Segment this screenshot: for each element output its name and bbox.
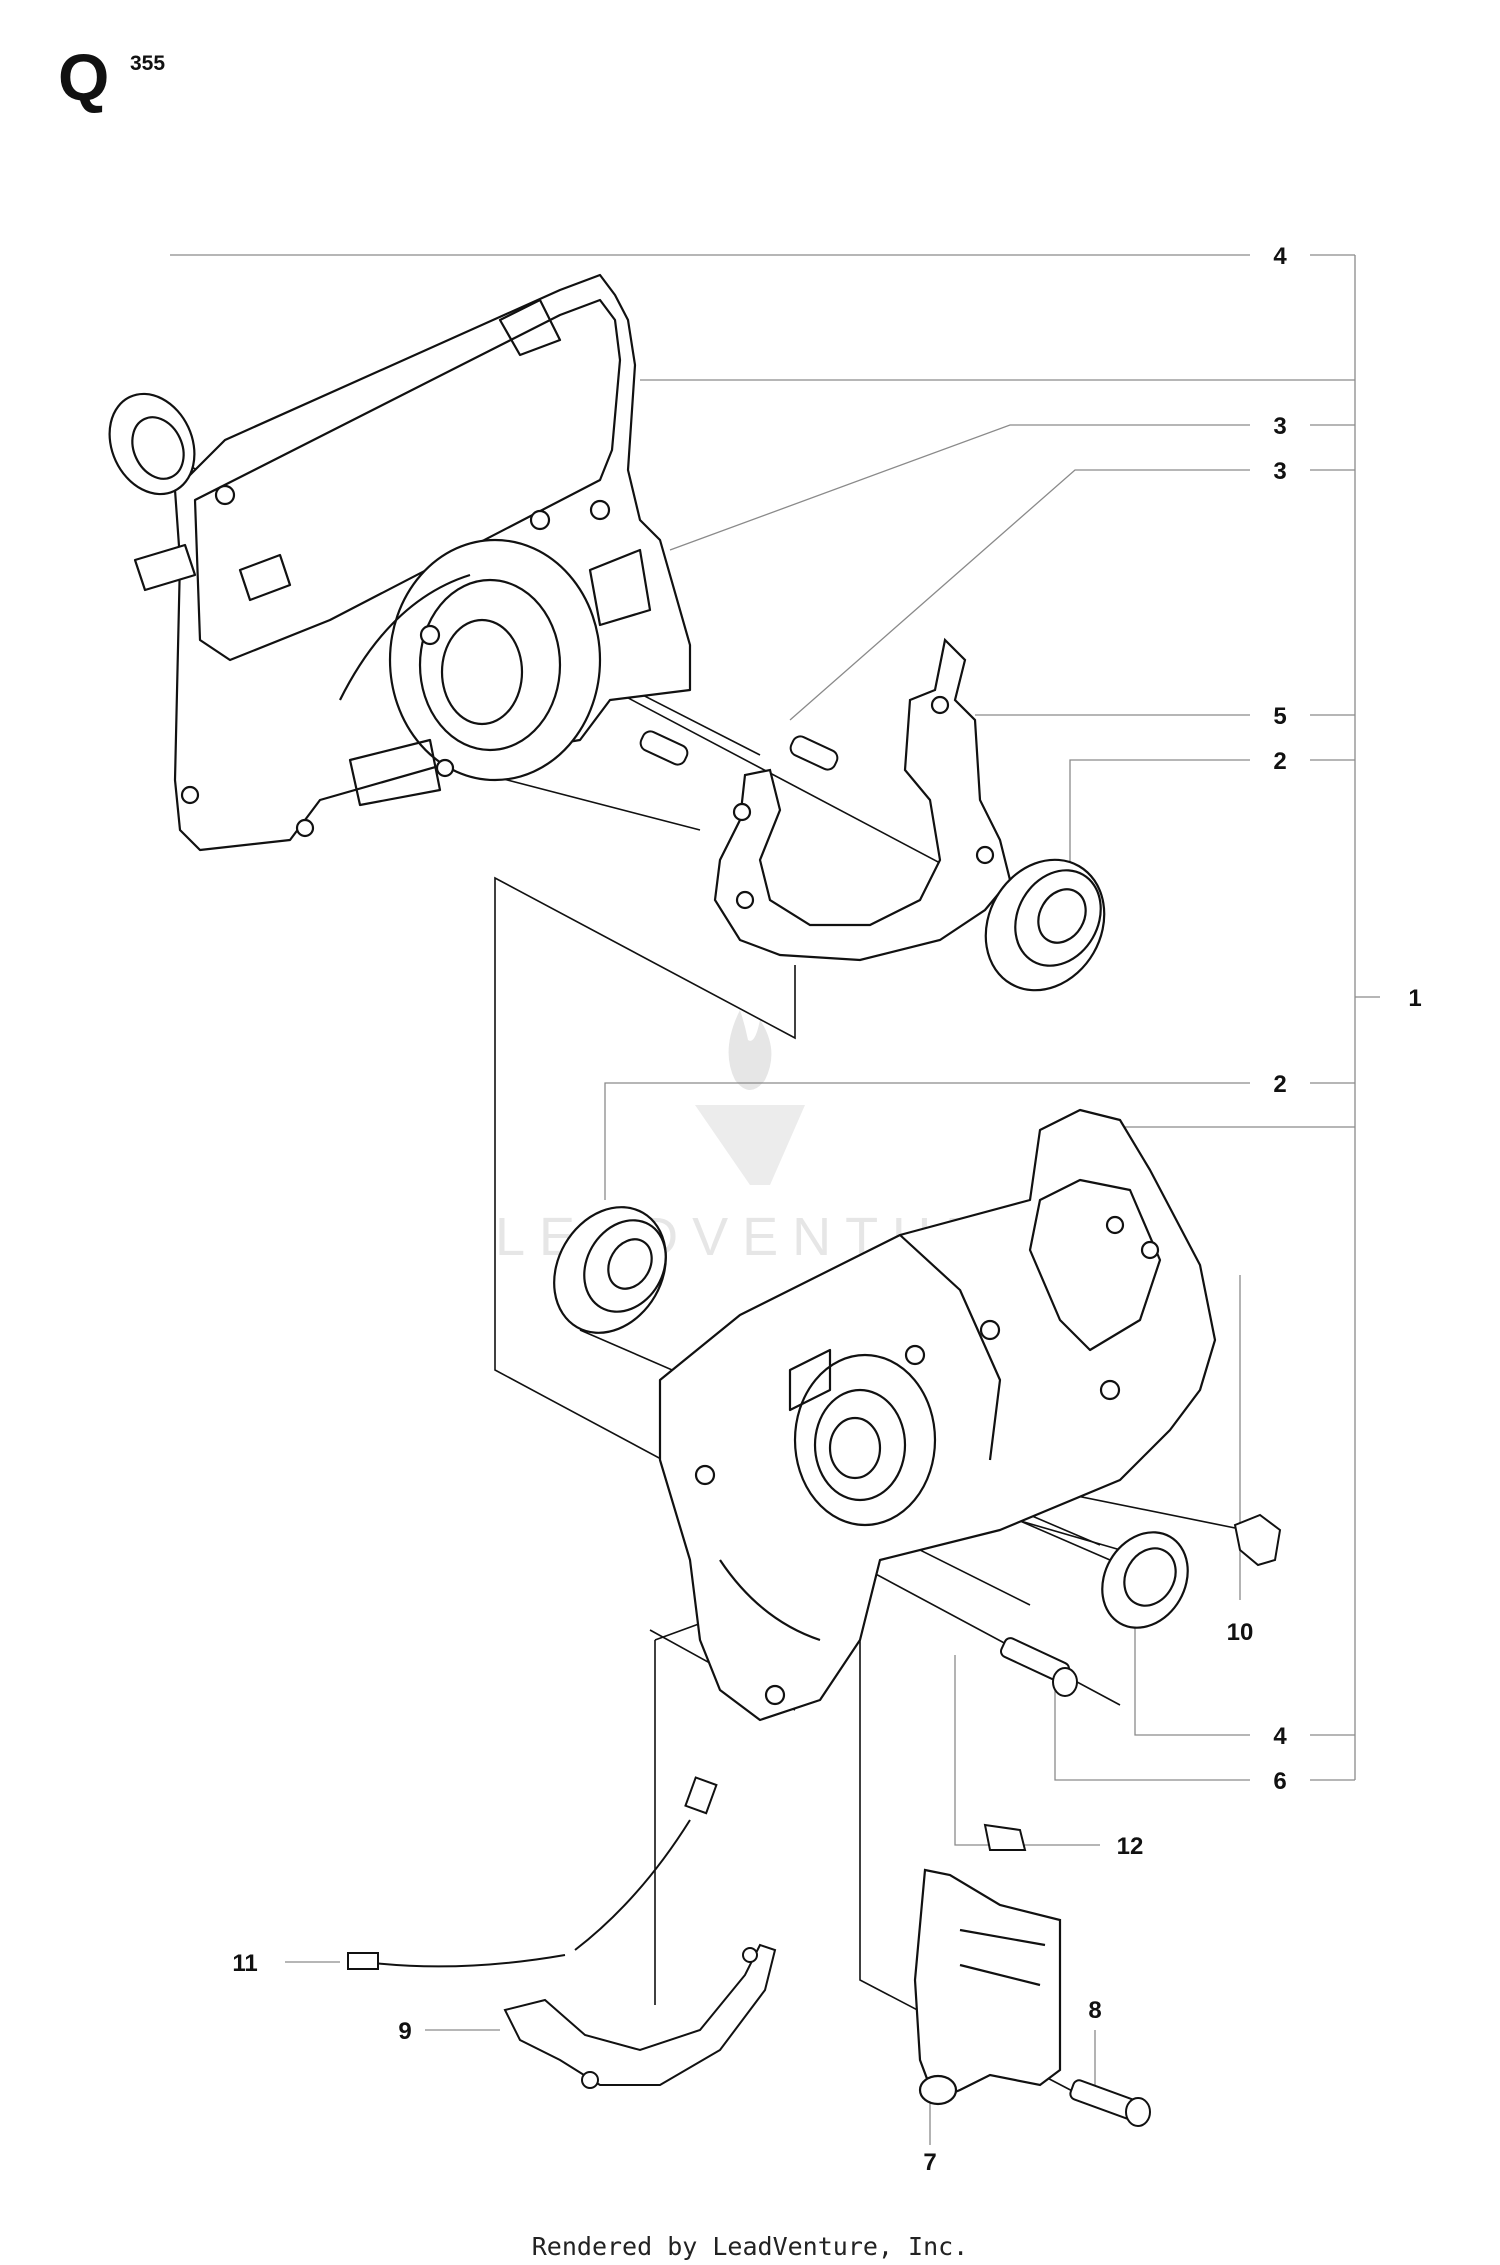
callout-6: 6 (1273, 1768, 1286, 1795)
callout-10: 10 (1227, 1619, 1254, 1646)
seal-upper (108, 392, 196, 496)
callout-2-upper: 2 (1273, 748, 1286, 775)
seal-lower (1101, 1531, 1189, 1629)
footer-credit: Rendered by LeadVenture, Inc. (531, 2232, 969, 2261)
callout-3-first: 3 (1273, 413, 1286, 440)
dowel-pins (639, 730, 839, 771)
page-number: 355 (130, 52, 166, 75)
callout-12: 12 (1117, 1833, 1144, 1860)
callout-9: 9 (398, 2018, 411, 2045)
clip-12 (983, 1823, 1027, 1851)
callout-4-upper: 4 (1273, 243, 1287, 270)
callout-5: 5 (1273, 703, 1286, 730)
screw-8 (1069, 2079, 1151, 2127)
screw-6 (1000, 1637, 1078, 1697)
callout-11: 11 (232, 1950, 257, 1977)
gasket (713, 637, 1012, 962)
cable (347, 1776, 718, 1970)
leader-lines (170, 254, 1380, 2145)
bearing-lower (553, 1206, 667, 1334)
section-letter: Q (58, 40, 110, 114)
callout-2-lower: 2 (1273, 1071, 1286, 1098)
cover (913, 1868, 1062, 2106)
bearing-upper (984, 858, 1106, 992)
callout-8: 8 (1088, 1997, 1101, 2024)
crankcase-half-lower (658, 1108, 1217, 1722)
callouts: 4 3 3 5 2 1 2 10 4 6 12 11 9 8 7 (232, 243, 1421, 2176)
callout-3-second: 3 (1273, 458, 1286, 485)
plug (1233, 1513, 1282, 1567)
callout-7: 7 (923, 2149, 936, 2176)
callout-4-lower: 4 (1273, 1723, 1287, 1750)
callout-1: 1 (1408, 985, 1421, 1012)
crankcase-half-upper (133, 273, 692, 852)
bracket (503, 1943, 777, 2089)
